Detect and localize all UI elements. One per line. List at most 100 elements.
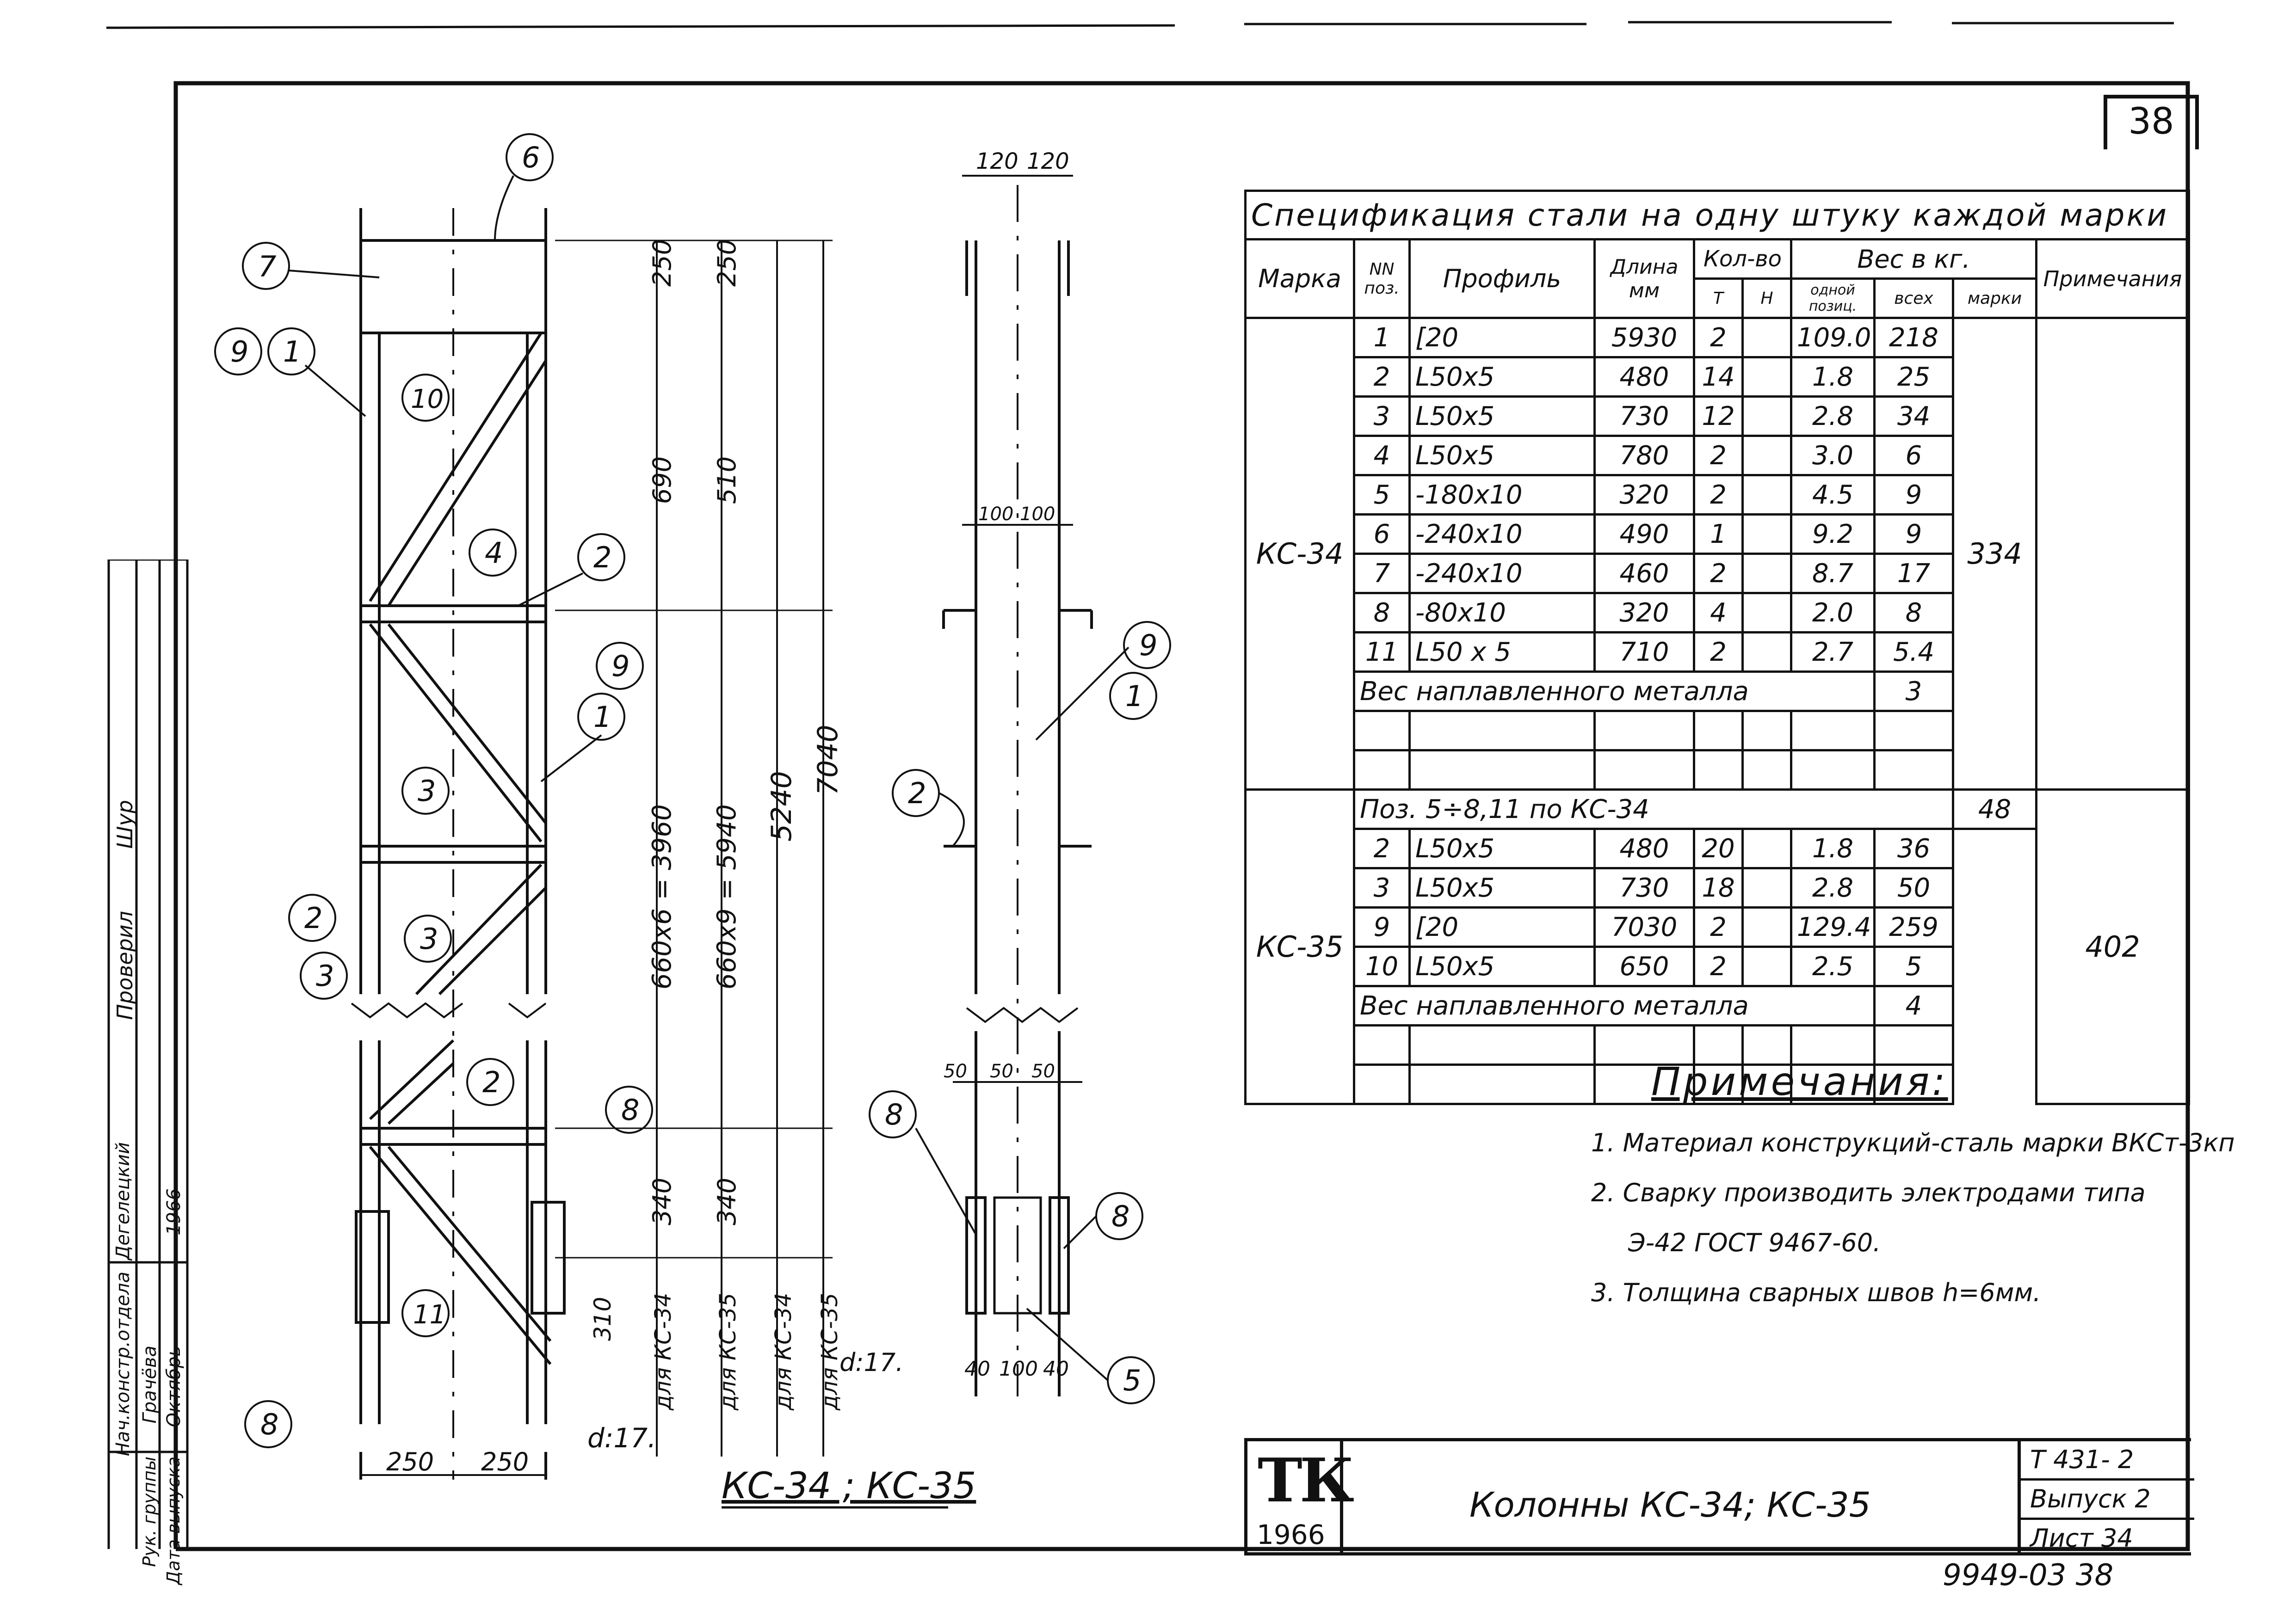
empty-cell [1873, 749, 1954, 791]
empty-cell [1873, 710, 1954, 751]
pos-cell: 11 [1353, 631, 1411, 673]
weight-all-cell: 9 [1873, 513, 1954, 555]
profile-cell: L50x5 [1408, 435, 1596, 476]
note-2-cont: Э-42 ГОСТ 9467-60. [1628, 1228, 1881, 1257]
dim-250-a: 250 [386, 1447, 434, 1476]
callout-2c: 2 [482, 1065, 500, 1099]
empty-cell [1353, 710, 1411, 751]
weight-all-cell: 34 [1873, 395, 1954, 437]
qty-n-cell [1741, 474, 1792, 516]
empty-cell [1873, 1024, 1954, 1066]
dim-50-b: 50 [990, 1061, 1013, 1082]
empty-cell [1741, 1064, 1792, 1105]
pos-cell: 2 [1353, 356, 1411, 398]
stamp-series: Т 431- 2 [2021, 1441, 2194, 1481]
length-cell: 650 [1593, 946, 1695, 987]
empty-cell [1741, 1024, 1792, 1066]
pos-cell: 2 [1353, 828, 1411, 869]
qty-n-cell [1741, 317, 1792, 358]
col-header-qty-n: Н [1741, 277, 1792, 319]
dim-50-a: 50 [944, 1061, 967, 1082]
empty-cell [1741, 710, 1792, 751]
weld-value: 4 [1873, 985, 1954, 1027]
empty-cell [1408, 710, 1596, 751]
empty-cell [1790, 1024, 1876, 1066]
callout-2d: 2 [908, 776, 926, 810]
length-cell: 780 [1593, 435, 1695, 476]
callout-1: 1 [283, 335, 301, 369]
profile-cell: -80x10 [1408, 592, 1596, 633]
stamp-sheet: Лист 34 [2030, 1524, 2133, 1553]
callout-8c: 8 [885, 1098, 903, 1131]
col-header-weight-mark: марки [1952, 277, 2037, 319]
qty-t-cell: 4 [1693, 592, 1744, 633]
qty-t-cell: 2 [1693, 553, 1744, 594]
dim-120-a: 120 [976, 148, 1018, 174]
callout-4: 4 [485, 536, 503, 570]
weight-all-cell: 5 [1873, 946, 1954, 987]
profile-cell: L50 x 5 [1408, 631, 1596, 673]
length-cell: 490 [1593, 513, 1695, 555]
qty-t-cell: 2 [1693, 906, 1744, 948]
weight-one-cell: 8.7 [1790, 553, 1876, 594]
logo-text: ТК [1258, 1445, 1354, 1516]
weight-one-cell: 2.8 [1790, 867, 1876, 909]
weight-all-cell: 5.4 [1873, 631, 1954, 673]
length-cell: 460 [1593, 553, 1695, 594]
dim-250-b: 250 [481, 1447, 529, 1476]
callout-8b: 8 [260, 1408, 278, 1441]
note-2: 2. Сварку производить электродами типа [1591, 1178, 2146, 1207]
col-header-mark: Марка [1244, 238, 1355, 319]
length-cell: 480 [1593, 356, 1695, 398]
empty-cell [1593, 749, 1695, 791]
callout-7: 7 [258, 250, 276, 283]
empty-cell [1693, 749, 1744, 791]
qty-t-cell: 2 [1693, 946, 1744, 987]
empty-cell [1693, 710, 1744, 751]
weight-all-cell: 17 [1873, 553, 1954, 594]
pos-cell: 7 [1353, 553, 1411, 594]
dim-40-b: 40 [1043, 1357, 1069, 1381]
callout-3b: 3 [420, 922, 438, 956]
qty-t-cell: 1 [1693, 513, 1744, 555]
mark-cell: КС-34 [1244, 317, 1355, 791]
side-checked-name: Шур [112, 800, 137, 849]
qty-t-cell: 2 [1693, 474, 1744, 516]
empty-cell [1353, 1024, 1411, 1066]
dim-5240: 5240 [765, 771, 798, 842]
document-code: 9949-03 38 [1943, 1558, 2114, 1592]
callout-3c: 3 [316, 959, 334, 993]
callout-1c: 1 [1125, 679, 1143, 713]
empty-cell [1693, 1024, 1744, 1066]
side-name-1: Дегелецкий [112, 1142, 134, 1260]
profile-cell: L50x5 [1408, 395, 1596, 437]
mark-weight-cell: 334 [1952, 317, 2037, 791]
hole-diameter-mid: d:17. [839, 1348, 903, 1377]
note-1: 1. Материал конструкций-сталь марки ВКСт… [1591, 1128, 2235, 1157]
callout-10: 10 [411, 384, 444, 414]
length-cell: 320 [1593, 474, 1695, 516]
qty-n-cell [1741, 553, 1792, 594]
side-name-2: Грачёва [139, 1346, 160, 1424]
empty-cell [1593, 1024, 1695, 1066]
weight-all-cell: 6 [1873, 435, 1954, 476]
empty-cell [1408, 1064, 1596, 1105]
side-label-head: Нач.констр.отдела [112, 1272, 134, 1457]
profile-cell: -240x10 [1408, 513, 1596, 555]
empty-cell [1741, 749, 1792, 791]
qty-t-cell: 14 [1693, 356, 1744, 398]
empty-cell [1873, 1064, 1954, 1105]
side-date-month: Октябрь [163, 1346, 185, 1427]
profile-cell: -180x10 [1408, 474, 1596, 516]
stamp-issue: Выпуск 2 [2021, 1481, 2194, 1520]
qty-n-cell [1741, 356, 1792, 398]
pos-cell: 3 [1353, 395, 1411, 437]
